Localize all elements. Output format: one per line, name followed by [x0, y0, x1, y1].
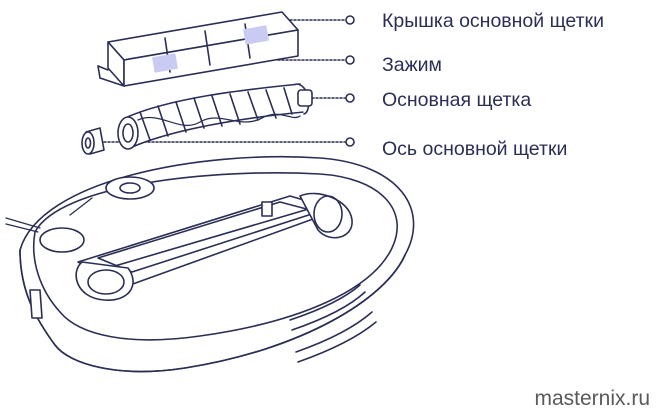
- label-clip: Зажим: [382, 54, 442, 76]
- main-brush: [117, 83, 313, 150]
- robot-vacuum-body: [5, 155, 415, 373]
- label-brush-cover: Крышка основной щетки: [382, 10, 604, 32]
- brush-compartment: [75, 192, 353, 301]
- label-main-brush: Основная щетка: [382, 89, 532, 111]
- label-brush-axle: Ось основной щетки: [382, 138, 568, 160]
- watermark-text: masternix.ru: [534, 387, 650, 410]
- brush-axle: [81, 127, 105, 155]
- brush-cover: [97, 11, 299, 87]
